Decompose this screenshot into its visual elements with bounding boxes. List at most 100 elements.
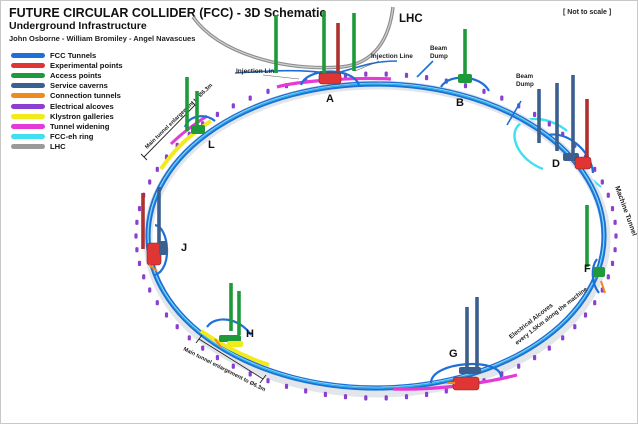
point-g-label: G <box>449 348 458 360</box>
scale-note: [ Not to scale ] <box>563 9 612 16</box>
point-h: H <box>206 283 254 348</box>
point-h-connection <box>214 338 222 348</box>
legend-swatch <box>11 83 45 89</box>
legend-item-service-caverns: Service caverns <box>11 81 123 91</box>
electrical-alcove <box>137 206 142 212</box>
legend-swatch <box>11 123 45 129</box>
point-h-bypass <box>206 318 252 336</box>
point-b-service-cavern <box>458 74 472 83</box>
legend-label: Klystron galleries <box>50 111 114 121</box>
electrical-alcove <box>610 206 615 212</box>
beam-dump-label-2-bottom: Dump <box>516 81 534 88</box>
electrical-alcove <box>600 179 604 185</box>
point-j-label: J <box>181 242 187 254</box>
electrical-alcove <box>137 260 142 266</box>
beam-dump-line-b <box>416 60 434 78</box>
lhc-label: LHC <box>399 13 423 25</box>
electrical-alcove <box>425 75 429 81</box>
point-j: J <box>141 187 187 277</box>
electrical-alcove <box>613 247 617 253</box>
beam-dump-label-1-top: Beam <box>430 45 448 52</box>
enlargement-line-h <box>198 338 264 380</box>
legend-item-experimental-points: Experimental points <box>11 60 123 70</box>
electrical-alcove <box>533 355 537 361</box>
injection-line-label-right: Injection Line <box>371 53 413 60</box>
tunnel-widening-g <box>392 373 518 391</box>
electrical-alcove <box>593 300 597 306</box>
electrical-alcove <box>231 103 235 109</box>
electrical-alcove <box>148 179 152 185</box>
lhc-ring-highlight <box>192 6 394 69</box>
point-g-service-cavern <box>459 367 481 374</box>
point-d-experimental-cavern <box>574 156 592 170</box>
legend-item-connection-tunnels: Connection tunnels <box>11 91 123 101</box>
electrical-alcove <box>533 111 537 117</box>
legend-item-klystron-galleries: Klystron galleries <box>11 111 123 121</box>
legend-swatch <box>11 103 45 109</box>
legend-swatch <box>11 134 45 140</box>
legend-item-electrical-alcoves: Electrical alcoves <box>11 101 123 111</box>
point-l-label: L <box>208 139 215 151</box>
electrical-alcove <box>343 394 348 400</box>
point-l-service-cavern <box>191 125 205 134</box>
figure-title: FUTURE CIRCULAR COLLIDER (FCC) - 3D Sche… <box>9 6 327 20</box>
electrical-alcove <box>547 345 551 351</box>
electrical-alcove <box>231 363 235 369</box>
electrical-alcove <box>187 335 191 341</box>
legend-label: Tunnel widening <box>50 121 110 131</box>
legend-swatch <box>11 72 45 78</box>
electrical-alcove <box>135 219 139 225</box>
klystron-gallery-h <box>199 329 270 367</box>
electrical-alcove <box>547 121 551 127</box>
injection-line-label-left: Injection Line <box>236 68 278 75</box>
point-f-service-cavern <box>593 267 605 277</box>
legend: FCC Tunnels Experimental points Access p… <box>11 50 123 152</box>
point-h-klystron-hall <box>227 341 243 347</box>
legend-label: Service caverns <box>50 81 108 91</box>
legend-label: Experimental points <box>50 60 123 70</box>
point-j-connection <box>148 264 158 272</box>
electrical-alcove <box>606 274 610 280</box>
legend-item-fcc-tunnels: FCC Tunnels <box>11 50 123 60</box>
legend-label: LHC <box>50 142 66 152</box>
point-f: F <box>584 205 606 294</box>
legend-swatch <box>11 93 45 99</box>
fcc-main-tunnel <box>143 80 611 398</box>
electrical-alcove <box>155 166 159 172</box>
point-h-service-cavern <box>219 335 241 342</box>
electrical-alcove <box>164 312 169 318</box>
legend-item-tunnel-widening: Tunnel widening <box>11 121 123 131</box>
point-d: D Beam Dump <box>506 73 595 174</box>
electrical-alcove <box>134 233 138 239</box>
legend-swatch <box>11 52 45 58</box>
electrical-alcove <box>215 355 219 361</box>
electrical-alcove <box>613 219 617 225</box>
electrical-alcove <box>248 95 252 101</box>
electrical-alcove <box>444 388 448 394</box>
point-d-bypass <box>548 133 595 174</box>
legend-item-access-points: Access points <box>11 70 123 80</box>
injection-line-right <box>336 60 398 74</box>
electrical-alcove <box>155 300 159 306</box>
electrical-alcove <box>614 233 618 239</box>
electrical-alcove <box>364 71 368 77</box>
electrical-alcove <box>593 166 597 172</box>
electrical-alcove <box>248 371 252 377</box>
electrical-alcove <box>561 335 565 341</box>
electrical-alcove <box>175 324 179 330</box>
electrical-alcove <box>364 395 368 401</box>
legend-label: Access points <box>50 70 102 80</box>
point-f-connection <box>600 280 606 294</box>
point-b-label: B <box>456 97 464 109</box>
figure-subtitle: Underground Infrastructure <box>9 20 147 32</box>
electrical-alcove <box>463 83 468 89</box>
legend-label: Electrical alcoves <box>50 101 114 111</box>
electrical-alcove <box>384 395 388 401</box>
electrical-alcove <box>135 247 139 253</box>
point-g-experimental-cavern <box>452 376 480 391</box>
ring-tunnel-highlight <box>147 82 605 388</box>
point-f-label: F <box>584 263 591 275</box>
enlargement-tick-h-1 <box>195 334 203 344</box>
klystron-gallery-l <box>159 119 213 171</box>
